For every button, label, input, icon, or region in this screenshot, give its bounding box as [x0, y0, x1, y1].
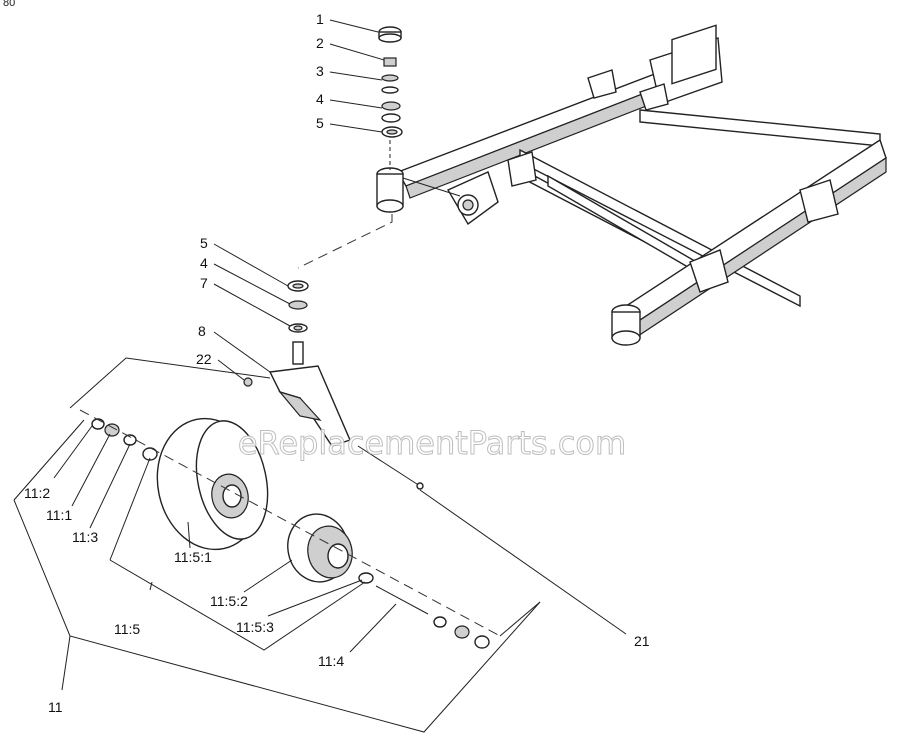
figure-number: 80 — [3, 0, 15, 9]
callout-21: 21 — [634, 633, 650, 649]
caster-wheel — [156, 417, 353, 583]
watermark: eReplacementParts.com — [238, 424, 626, 462]
callout-11: 11 — [48, 699, 63, 715]
callout-11-5-2: 11:5:2 — [210, 593, 248, 609]
callout-5-upper: 5 — [316, 115, 324, 131]
grease-fitting — [243, 377, 253, 387]
mower-frame — [376, 24, 887, 346]
callout-5-lower: 5 — [200, 235, 208, 251]
caster-fork — [243, 341, 351, 447]
axle-hardware — [91, 418, 490, 649]
callout-4-upper: 4 — [316, 91, 324, 107]
callout-11-5-1: 11:5:1 — [174, 549, 212, 565]
lower-bearing-stack — [287, 280, 309, 333]
callout-7: 7 — [200, 275, 208, 291]
callout-4-lower: 4 — [200, 255, 208, 271]
callout-11-3: 11:3 — [72, 529, 98, 545]
callout-labels: 1 2 3 4 5 5 4 7 8 22 11:2 11:1 11:3 11:5… — [24, 11, 650, 715]
callout-11-4: 11:4 — [318, 653, 344, 669]
callout-1: 1 — [316, 11, 324, 27]
callout-11-5-3: 11:5:3 — [236, 619, 274, 635]
callout-11-2: 11:2 — [24, 485, 50, 501]
callout-11-1: 11:1 — [46, 507, 72, 523]
callout-2: 2 — [316, 35, 324, 51]
upper-bearing-stack — [378, 26, 403, 170]
callout-3: 3 — [316, 63, 324, 79]
callout-8: 8 — [198, 323, 206, 339]
leader-lines — [13, 19, 627, 733]
callout-22: 22 — [196, 351, 212, 367]
callout-11-5: 11:5 — [114, 621, 140, 637]
